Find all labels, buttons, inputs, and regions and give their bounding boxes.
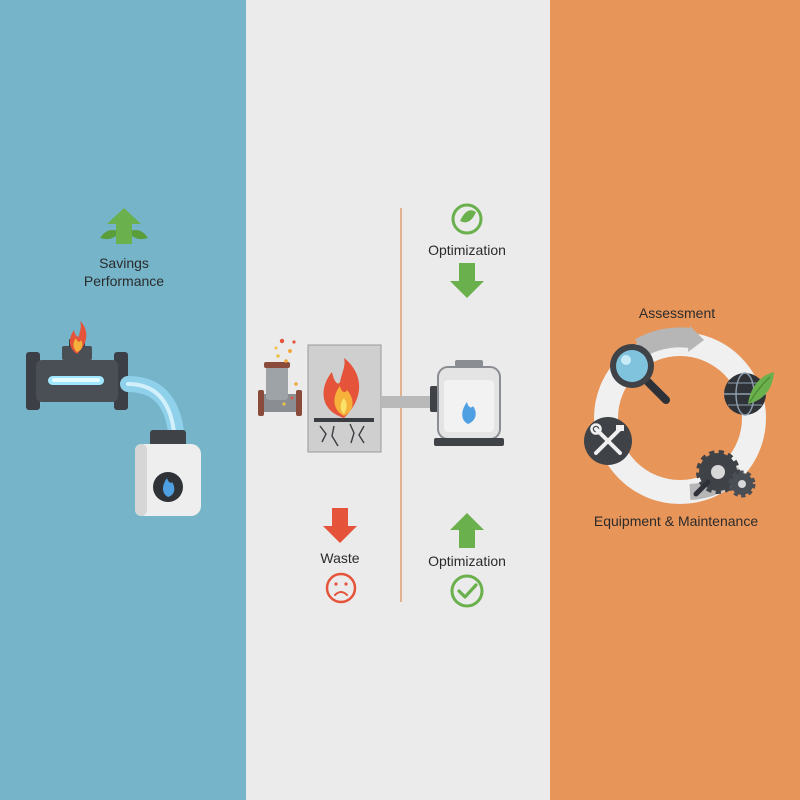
- pipe-icon: [26, 339, 184, 440]
- tools-icon: [584, 417, 632, 465]
- savings-label: Savings: [99, 255, 149, 271]
- check-leaf-icon: [451, 203, 483, 235]
- sad-face-icon: [325, 572, 357, 604]
- down-arrow-icon: [450, 263, 484, 298]
- assessment-label: Assessment: [638, 305, 716, 321]
- optimization-label-bottom: Optimization: [428, 553, 506, 569]
- furnace-icon: [307, 344, 439, 453]
- down-arrow-red-icon: [323, 508, 357, 543]
- optimization-label-top: Optimization: [428, 242, 506, 258]
- efficient-tank-icon: [430, 360, 504, 446]
- waste-label: Waste: [320, 550, 360, 566]
- leaking-pipe-icon: [258, 338, 302, 416]
- performance-label: Performance: [83, 273, 165, 289]
- up-arrow-leaves-icon: [100, 208, 148, 244]
- gas-tank-icon: [135, 430, 201, 516]
- gears-icon: [693, 450, 756, 498]
- magnifier-icon: [610, 344, 670, 404]
- flame-icon: [69, 321, 87, 354]
- up-arrow-icon: [450, 513, 484, 548]
- globe-leaf-icon: [724, 372, 774, 416]
- check-circle-icon: [450, 574, 484, 608]
- equipment-label: Equipment & Maintenance: [593, 513, 759, 529]
